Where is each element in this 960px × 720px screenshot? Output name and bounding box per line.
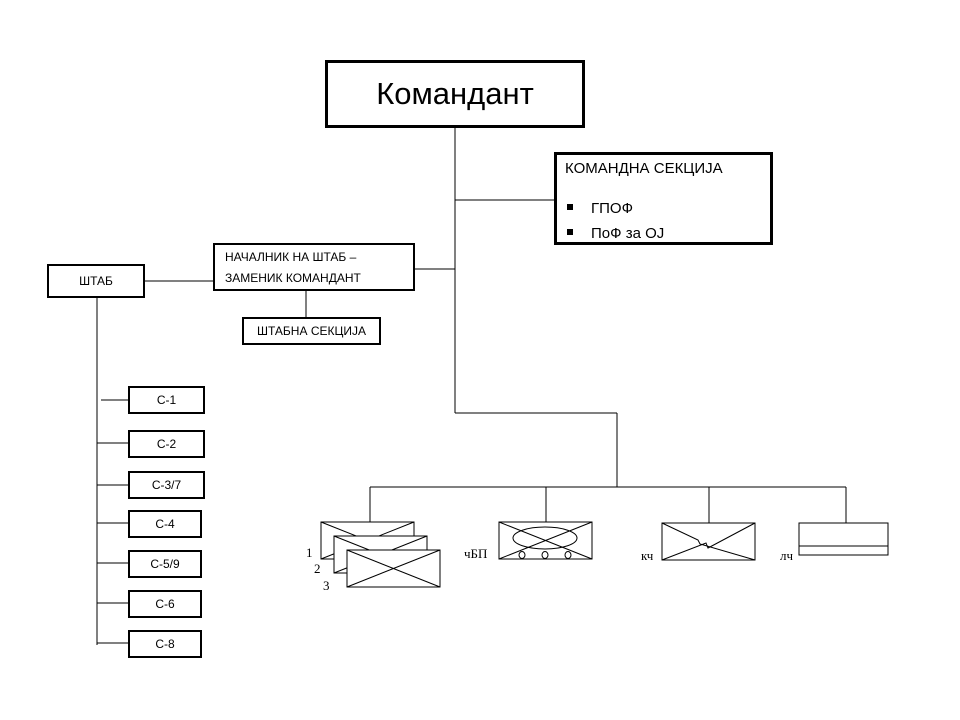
staff-section-label: ШТАБНА СЕКЦИЈА — [257, 324, 366, 338]
armored-unit-symbol — [498, 521, 593, 560]
infantry-number-2: 2 — [314, 561, 321, 576]
staff-cell-s1: С-1 — [128, 386, 205, 414]
staff-cell-s3-7: С-3/7 — [128, 471, 205, 499]
infantry-number-1: 1 — [306, 545, 313, 560]
commander-label: Командант — [376, 76, 534, 111]
command-section-title: КОМАНДНА СЕКЦИЈА — [565, 160, 723, 177]
staff-cell-s5-9: С-5/9 — [128, 550, 202, 578]
staff-cell-s6: С-6 — [128, 590, 202, 618]
logistics-company-label: лч — [780, 548, 794, 563]
staff-cell-s8: С-8 — [128, 630, 202, 658]
staff-cell-s4: С-4 — [128, 510, 202, 538]
staff-box: ШТАБ — [47, 264, 145, 298]
chief-of-staff-box: НАЧАЛНИК НА ШТАБ – ЗАМЕНИК КОМАНДАНТ — [213, 243, 415, 291]
armored-unit-label: чБП — [464, 546, 488, 561]
infantry-battalion-symbol-3 — [346, 549, 441, 588]
bullet-square-icon — [567, 204, 573, 211]
command-section-item: ПоФ за ОЈ — [567, 225, 664, 242]
chief-of-staff-line2: ЗАМЕНИК КОМАНДАНТ — [225, 271, 361, 285]
commander-box: Командант — [325, 60, 585, 128]
signal-company-label: кч — [641, 548, 654, 563]
staff-section-box: ШТАБНА СЕКЦИЈА — [242, 317, 381, 345]
infantry-number-3: 3 — [323, 578, 330, 593]
logistics-company-symbol — [798, 522, 889, 556]
bullet-square-icon — [567, 229, 573, 236]
command-section-item: ГПОФ — [567, 200, 633, 217]
command-section-box: КОМАНДНА СЕКЦИЈА ГПОФ ПоФ за ОЈ — [554, 152, 773, 245]
staff-label: ШТАБ — [79, 274, 113, 288]
signal-company-symbol — [661, 522, 756, 561]
chief-of-staff-line1: НАЧАЛНИК НА ШТАБ – — [225, 250, 357, 264]
staff-cell-s2: С-2 — [128, 430, 205, 458]
